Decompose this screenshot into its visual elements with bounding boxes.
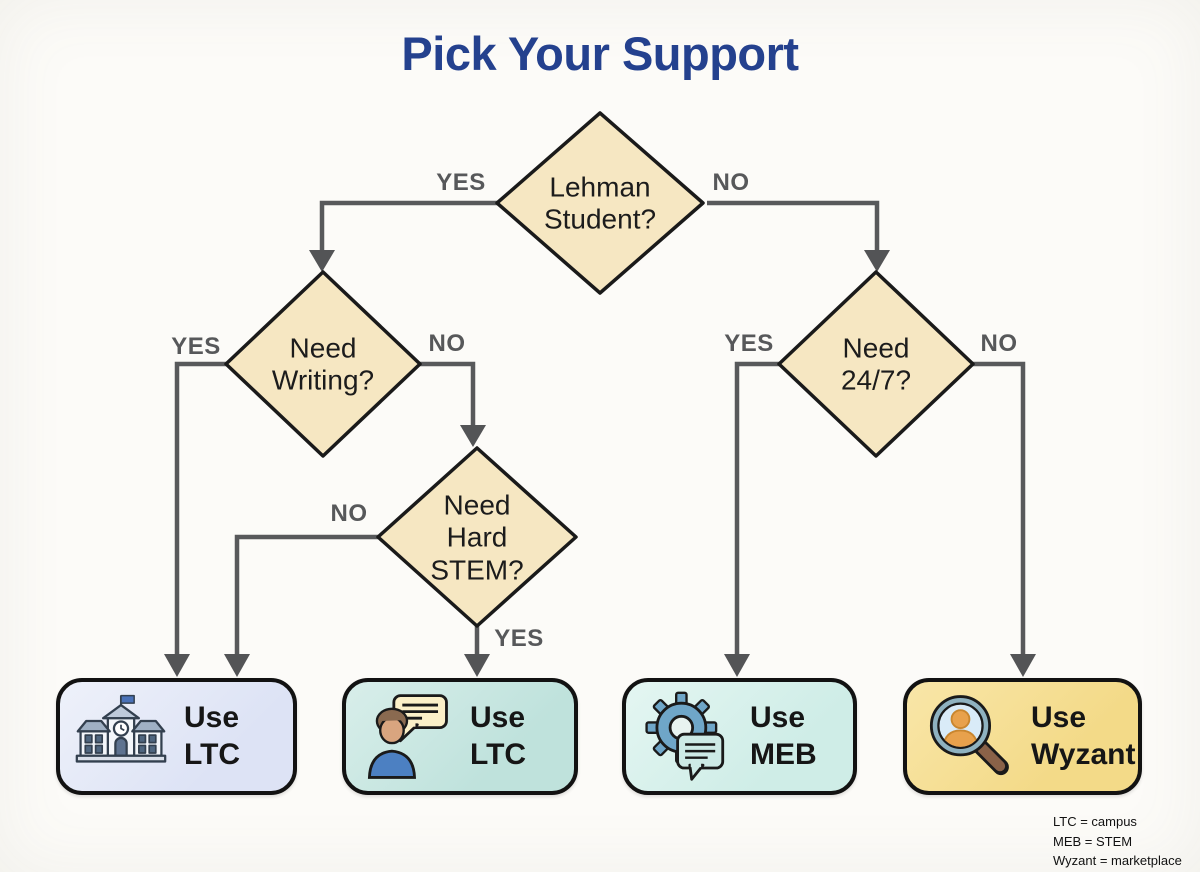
arrowhead xyxy=(460,425,486,447)
decision-line: Need xyxy=(443,489,511,521)
connector-writing-no xyxy=(420,361,476,427)
decision-diamond-stem xyxy=(376,446,578,628)
decision-line: Need xyxy=(842,332,910,364)
connector-always-yes xyxy=(734,361,779,656)
decision-line: Lehman xyxy=(549,171,651,203)
result-line: MEB xyxy=(750,737,817,771)
decision-diamond-always247 xyxy=(777,270,975,458)
decision-line: Writing? xyxy=(271,365,375,396)
legend-line-wyzant: Wyzant = marketplace xyxy=(1053,853,1182,868)
decision-line: 24/7? xyxy=(840,365,912,396)
result-box-wyzant: Use Wyzant xyxy=(903,678,1142,795)
tutor-chat-icon xyxy=(360,690,454,784)
result-box-meb: Use MEB xyxy=(622,678,857,795)
result-line: LTC xyxy=(470,737,527,771)
result-line: Use xyxy=(1031,700,1087,734)
result-line: Use xyxy=(184,700,240,734)
decision-line: STEM? xyxy=(430,554,524,586)
decision-label-always247: Need 24/7? xyxy=(841,333,911,398)
connector-lehman-no xyxy=(707,200,880,252)
connector-lehman-yes xyxy=(319,200,497,252)
result-box-ltc-campus: Use LTC xyxy=(56,678,297,795)
decision-label-lehman: Lehman Student? xyxy=(544,172,656,237)
edge-label-writing-yes: YES xyxy=(171,333,221,360)
decision-label-stem: Need Hard STEM? xyxy=(430,489,523,586)
arrowhead xyxy=(164,654,190,677)
decision-diamond-lehman xyxy=(495,111,705,295)
decision-diamond-writing xyxy=(224,270,422,458)
legend-line-meb: MEB = STEM xyxy=(1053,833,1133,849)
arrowhead xyxy=(724,654,750,677)
result-label: Use MEB xyxy=(750,700,817,773)
result-line: Wyzant xyxy=(1031,737,1136,771)
school-building-icon xyxy=(74,690,168,784)
edge-label-writing-no: NO xyxy=(428,330,466,357)
result-line: Use xyxy=(750,700,806,734)
gear-chat-icon xyxy=(640,690,734,784)
arrowhead xyxy=(1010,654,1036,677)
legend: LTC = campus MEB = STEM Wyzant = marketp… xyxy=(1053,812,1182,871)
decision-line: Student? xyxy=(543,204,657,235)
decision-label-writing: Need Writing? xyxy=(272,333,374,398)
edge-label-always-yes: YES xyxy=(724,330,774,357)
result-label: Use Wyzant xyxy=(1031,700,1135,773)
decision-line: Hard xyxy=(446,521,508,553)
edge-label-lehman-no: NO xyxy=(712,169,750,196)
arrowhead xyxy=(464,654,490,677)
edge-label-stem-no: NO xyxy=(330,500,368,527)
connectors xyxy=(174,200,1026,656)
result-label: Use LTC xyxy=(184,700,240,773)
edge-label-stem-yes: YES xyxy=(494,625,544,652)
connector-stem-no xyxy=(234,534,378,656)
magnifier-person-icon xyxy=(921,690,1015,784)
result-line: Use xyxy=(470,700,526,734)
arrowhead xyxy=(309,250,335,272)
page-title: Pick Your Support xyxy=(401,27,799,80)
result-label: Use LTC xyxy=(470,700,526,773)
connector-writing-yes xyxy=(174,361,226,656)
decision-diamonds xyxy=(224,111,975,628)
edge-label-lehman-yes: YES xyxy=(436,169,486,196)
connector-always-no xyxy=(973,361,1026,656)
arrowhead xyxy=(864,250,890,272)
edge-label-always-no: NO xyxy=(980,330,1018,357)
arrowhead xyxy=(224,654,250,677)
result-line: LTC xyxy=(184,737,241,771)
result-box-ltc-tutor: Use LTC xyxy=(342,678,578,795)
decision-line: Need xyxy=(289,332,357,364)
legend-line-ltc: LTC = campus xyxy=(1053,814,1137,829)
arrowheads xyxy=(164,250,1036,677)
